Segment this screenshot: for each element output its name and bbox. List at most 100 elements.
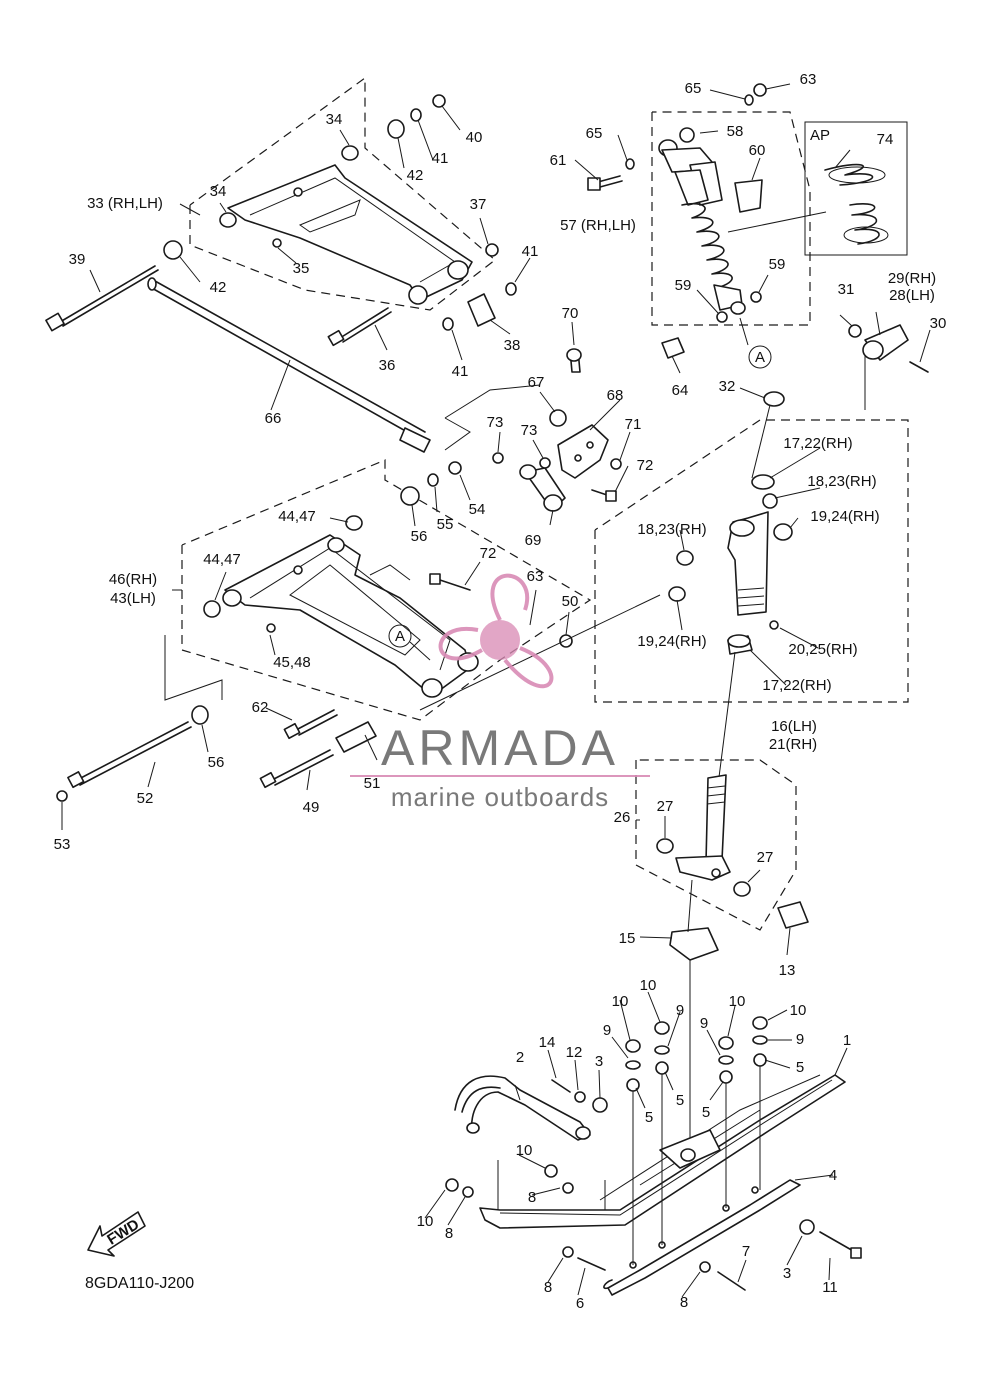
- collar-5d: [753, 1053, 767, 1067]
- callout-label: 50: [562, 593, 579, 610]
- callout-label: 36: [379, 357, 396, 374]
- callout-label: 10: [729, 993, 746, 1010]
- washer-41-top: [410, 108, 422, 122]
- callout-label: 4: [829, 1167, 837, 1184]
- callout-label: 71: [625, 416, 642, 433]
- ref-marker-shock: A: [748, 345, 772, 369]
- callout-label: 37: [470, 196, 487, 213]
- callout-label: 61: [550, 152, 567, 169]
- collar-19-24-left: [668, 586, 686, 602]
- bushing-17-22-top: [751, 474, 775, 490]
- shock-group-box: [651, 111, 811, 326]
- callout-label: 54: [469, 501, 486, 518]
- callout-label: 8: [445, 1225, 453, 1242]
- washer-56-top: [400, 486, 420, 506]
- collar-51: [335, 721, 377, 753]
- bolt-62: [298, 714, 338, 736]
- callout-label: 49: [303, 799, 320, 816]
- link-group-line-a: [444, 384, 541, 419]
- collar-12: [574, 1091, 586, 1103]
- bolt-7: [717, 1271, 746, 1291]
- ap-spring-74: [824, 163, 889, 245]
- bolt-30: [909, 361, 929, 373]
- callout-label: 65: [685, 80, 702, 97]
- callout-label: 18,23(RH): [807, 473, 876, 490]
- pin-14: [551, 1079, 571, 1093]
- callout-label: 8: [680, 1294, 688, 1311]
- callout-label: 69: [525, 532, 542, 549]
- callout-label: 42: [407, 167, 424, 184]
- callout-label: 10: [417, 1213, 434, 1230]
- fwd-arrow-icon: FWD: [87, 1211, 146, 1257]
- callout-label: 16(LH): [771, 718, 817, 735]
- nut-37: [485, 243, 499, 257]
- spindle-shaft-26: [656, 774, 809, 1150]
- callout-label: 62: [252, 699, 269, 716]
- watermark-tagline: marine outboards: [391, 782, 609, 812]
- collar-38: [467, 293, 496, 327]
- callout-label: 66: [265, 410, 282, 427]
- collar-64: [661, 337, 685, 359]
- callout-label: 41: [452, 363, 469, 380]
- callout-label: 12: [566, 1044, 583, 1061]
- callout-label: 52: [137, 790, 154, 807]
- callout-label: 2: [516, 1049, 524, 1066]
- shock-absorber: [587, 83, 827, 359]
- spindle-assembly: [668, 324, 929, 786]
- callout-label: 8: [544, 1279, 552, 1296]
- nipple-20-25: [769, 620, 779, 630]
- callout-label: 10: [640, 977, 657, 994]
- washer-8-left: [462, 1186, 474, 1198]
- callout-label: 64: [672, 382, 689, 399]
- callout-label: 43(LH): [110, 590, 156, 607]
- washer-9d: [752, 1035, 768, 1045]
- callout-label: 13: [779, 962, 796, 979]
- collar-5b: [655, 1061, 669, 1075]
- callout-label: 46(RH): [109, 571, 157, 588]
- bushing-34a: [219, 212, 237, 228]
- callout-label: 73: [521, 422, 538, 439]
- bolt-39: [59, 265, 156, 323]
- nut-54: [448, 461, 462, 475]
- callout-label: 14: [539, 1034, 556, 1051]
- collar-58: [679, 127, 695, 143]
- washer-55: [427, 473, 439, 487]
- collar-59b: [750, 291, 762, 303]
- callout-label: 42: [210, 279, 227, 296]
- callout-label: 19,24(RH): [810, 508, 879, 525]
- washer-65-top: [744, 94, 754, 106]
- callout-label: 10: [790, 1002, 807, 1019]
- callout-label: 17,22(RH): [783, 435, 852, 452]
- nut-10b: [654, 1021, 670, 1035]
- washer-65: [625, 158, 635, 170]
- callout-label: 72: [637, 457, 654, 474]
- propeller-logo-icon: [438, 573, 554, 689]
- callout-label: 60: [749, 142, 766, 159]
- callout-label: 31: [838, 281, 855, 298]
- collar-5a: [626, 1078, 640, 1092]
- callout-label: 26: [614, 809, 631, 826]
- callout-label: 41: [432, 150, 449, 167]
- callout-label: 44,47: [278, 508, 316, 525]
- bushing-44-47-top: [345, 515, 363, 531]
- svg-text:A: A: [395, 628, 405, 645]
- bolt-52: [79, 726, 192, 786]
- callout-label: 59: [769, 256, 786, 273]
- ap-label: AP: [810, 127, 830, 144]
- callout-label: 38: [504, 337, 521, 354]
- callout-label: 3: [783, 1265, 791, 1282]
- cap-32: [763, 391, 785, 407]
- bushing-18-23-left: [676, 550, 694, 566]
- callout-label: 18,23(RH): [637, 521, 706, 538]
- callout-label: 44,47: [203, 551, 241, 568]
- callout-label: 10: [612, 993, 629, 1010]
- ap-spring-box: [804, 121, 908, 256]
- collar-3-top: [592, 1097, 608, 1113]
- callout-label: 73: [487, 414, 504, 431]
- callout-label: 74: [877, 131, 894, 148]
- callout-label: 8: [528, 1189, 536, 1206]
- callout-label: 65: [586, 125, 603, 142]
- callout-label: 30: [930, 315, 947, 332]
- bolt-49: [274, 754, 334, 786]
